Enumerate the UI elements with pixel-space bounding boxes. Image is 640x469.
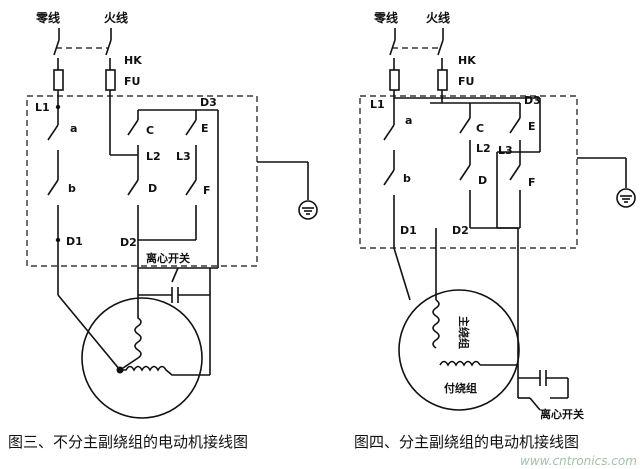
switch-e-label: E [528,120,536,133]
l3-label: L3 [498,144,513,157]
caption-right: 图四、分主副绕组的电动机接线图 [354,433,579,451]
diagram-left: 零线 火线 HK FU L1 a b D1 L [8,10,318,451]
switch-c-label: C [476,122,484,135]
switch-f-label: F [203,184,211,197]
switch-e-label: E [201,122,209,135]
winding-coil [120,365,210,376]
live-label: 火线 [426,10,450,25]
d2-label: D2 [452,224,469,237]
fu-label: FU [124,75,140,88]
switch-c-label: C [146,124,154,137]
switch-d-label: D [148,182,157,195]
fu-label: FU [458,75,474,88]
hk-label: HK [124,54,142,67]
d1-label: D1 [400,224,417,237]
l2-label: L2 [476,142,491,155]
fuse-live [437,69,448,91]
watermark: www.cntronics.com [520,454,637,468]
switch-a-label: a [405,114,412,127]
ground-icon [298,200,318,220]
fuse-live [105,69,116,91]
ground-icon [616,188,636,208]
switch-enclosure [359,95,578,249]
hk-switch [53,28,112,56]
d2-label: D2 [120,236,137,249]
l1-label: L1 [35,101,50,114]
l2-label: L2 [146,150,161,163]
neutral-label: 零线 [35,10,60,25]
caption-left: 图三、不分主副绕组的电动机接线图 [8,433,248,451]
aux-winding-coil [439,360,481,367]
main-winding-label: 主绕组 [457,316,471,349]
switch-f-label: F [528,176,536,189]
d3-label: D3 [524,94,541,107]
aux-winding-label: 付绕组 [444,381,477,395]
hk-switch [389,28,444,56]
live-label: 火线 [104,10,128,25]
centrifugal-switch-label: 离心开关 [146,251,190,265]
switch-b-label: b [68,182,76,195]
switch-a-label: a [70,122,77,135]
fuse-neutral [53,69,64,91]
d1-label: D1 [66,235,83,248]
winding-coil [119,295,142,371]
fuse-neutral [389,69,400,91]
motor-circle [81,297,203,419]
switch-enclosure [26,95,258,267]
switch-d-label: D [478,174,487,187]
hk-label: HK [458,54,476,67]
l1-label: L1 [370,98,385,111]
motor-circle [398,289,520,411]
main-winding-coil [432,299,440,349]
diagram-right: 零线 火线 HK FU L1 a b D1 C L2 [354,10,636,451]
centrifugal-switch-label: 离心开关 [540,407,584,421]
neutral-label: 零线 [373,10,398,25]
switch-b-label: b [403,172,411,185]
l3-label: L3 [176,150,191,163]
d3-label: D3 [200,96,217,109]
